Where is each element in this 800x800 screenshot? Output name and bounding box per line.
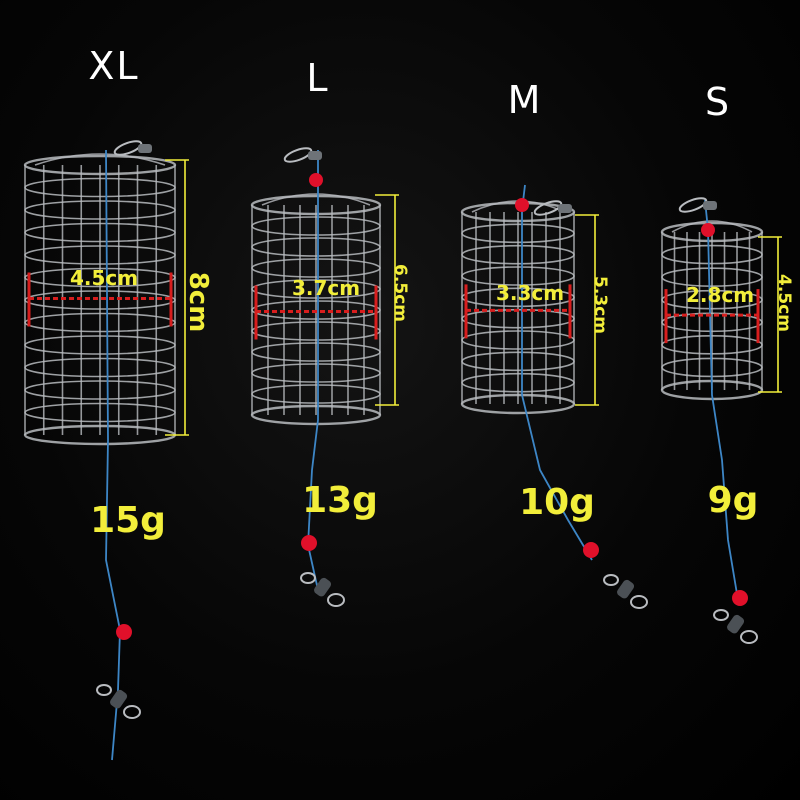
cage-s-bottom-swivel [727,614,745,634]
cage-m-top-bead [515,198,529,212]
cage-l-bottom-ring [327,593,345,607]
cage-l-bottom-ring [300,572,316,584]
cage-s-top-wire [671,220,753,233]
cage-s-top-snap [678,197,708,213]
size-label-m: M [507,78,543,122]
height-label-m: 5.3cm [590,276,610,334]
height-label-l: 6.5cm [390,264,410,322]
cage-s-bottom-ring [740,630,758,644]
cage-xl-bottom-ring [123,705,141,719]
cage-m-bottom-swivel [617,579,635,599]
cage-l-bottom-bead [301,535,317,551]
cage-l-top-wire [261,193,371,206]
diameter-label-l: 3.7cm [291,276,361,300]
cage-xl-bottom-ring [96,684,112,696]
cage-m-bottom-bead [583,542,599,558]
size-label-xl: XL [88,44,140,88]
cage-m-bottom-ring [603,574,619,586]
cage-xl-bottom-swivel [110,689,128,709]
height-label-xl: 8cm [183,271,213,333]
cage-m-top-swivel [558,204,572,213]
weight-label-xl: 15g [90,500,166,541]
cage-l-top-swivel [308,151,322,160]
diameter-label-m: 3.3cm [495,281,565,305]
cage-xl-top-wire [34,153,166,166]
cage-xl-top-snap [113,140,143,156]
weight-label-s: 9g [707,480,759,521]
cage-l-top-snap [283,147,313,163]
cage-m-top-snap [533,200,563,216]
size-label-s: S [704,80,732,124]
cage-s-bottom-ring [713,609,729,621]
cage-s-top-swivel [703,201,717,210]
cage-l-top-bead [309,173,323,187]
diameter-label-s: 2.8cm [685,283,755,307]
cage-l-bottom-swivel [314,577,332,597]
cage-s-bottom-bead [732,590,748,606]
cage-m-bottom-ring [630,595,648,609]
cage-xl-bottom-bead [116,624,132,640]
weight-label-l: 13g [302,480,378,521]
cage-s-top-bead [701,223,715,237]
diameter-label-xl: 4.5cm [69,266,139,290]
size-label-l: L [306,56,330,100]
weight-label-m: 10g [519,482,595,523]
cage-xl-top-swivel [138,144,152,153]
height-label-s: 4.5cm [774,274,794,332]
